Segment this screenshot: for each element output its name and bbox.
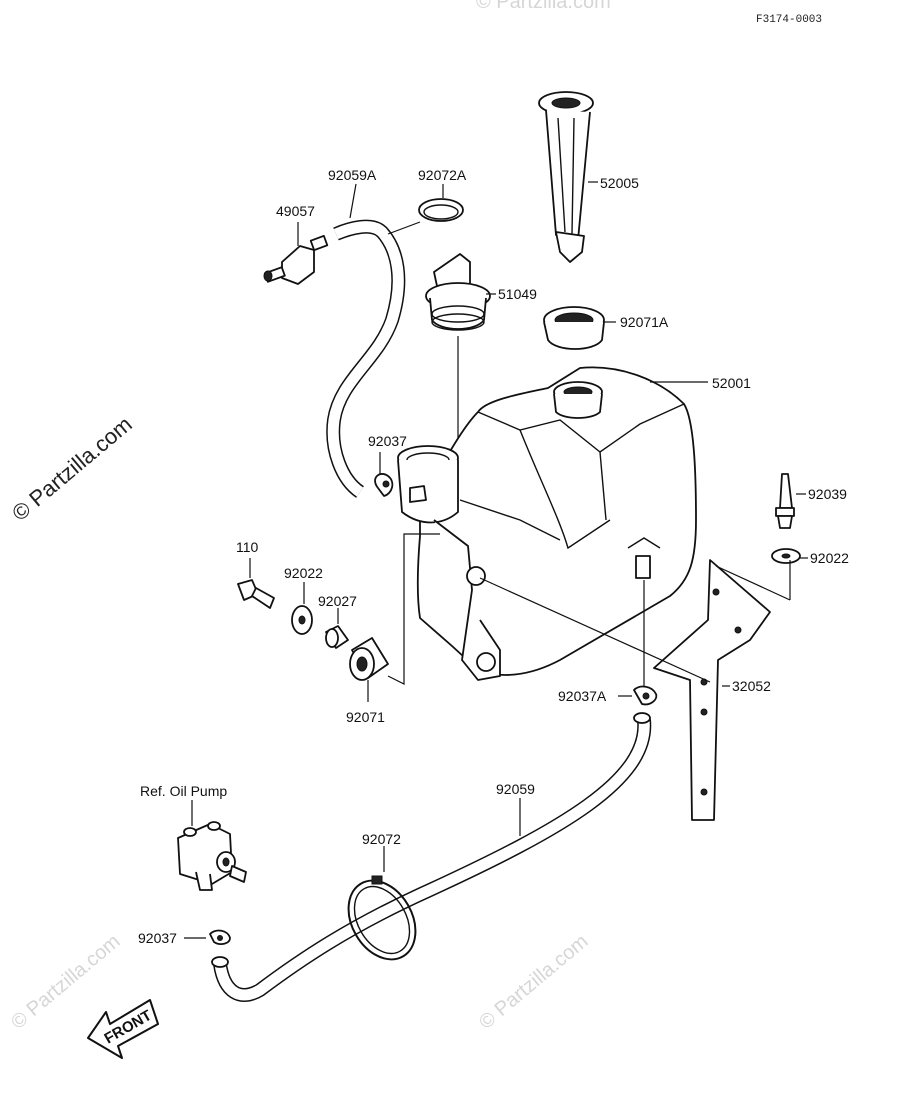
- callout-32052: 32052: [732, 678, 771, 694]
- callout-92072A: 92072A: [418, 167, 467, 183]
- part-92022-washer-right: [771, 548, 801, 564]
- watermark-bottom-right: © Partzilla.com: [475, 930, 592, 1033]
- callout-92071: 92071: [346, 709, 385, 725]
- callout-92027: 92027: [318, 593, 357, 609]
- part-92022-washer-left: [291, 605, 313, 635]
- part-92072-large-clamp: [347, 875, 417, 961]
- callout-92059A: 92059A: [328, 167, 377, 183]
- callout-49057: 49057: [276, 203, 315, 219]
- part-49057-check-valve: [263, 235, 329, 285]
- callout-52005: 52005: [600, 175, 639, 191]
- callout-51049: 51049: [498, 286, 537, 302]
- callout-52001: 52001: [712, 375, 751, 391]
- callout-92072: 92072: [362, 831, 401, 847]
- callout-92037-lower: 92037: [138, 930, 177, 946]
- callout-92071A: 92071A: [620, 314, 669, 330]
- part-51049-cap: [425, 253, 491, 331]
- part-92059A-upper-hose: [326, 219, 406, 498]
- callout-92022-right: 92022: [810, 550, 849, 566]
- part-92037-clip-lower: [209, 929, 231, 945]
- callout-110: 110: [236, 539, 259, 555]
- part-92059-lower-hose: [211, 712, 652, 1002]
- part-92039-pin: [775, 473, 795, 529]
- front-direction-arrow: FRONT: [87, 999, 159, 1059]
- callout-92039: 92039: [808, 486, 847, 502]
- part-92037-clip-upper: [374, 473, 394, 497]
- part-52001-oil-tank: [397, 366, 697, 681]
- callout-92037A: 92037A: [558, 688, 607, 704]
- part-110-bolt: [237, 579, 275, 609]
- callout-92022-left: 92022: [284, 565, 323, 581]
- part-92071A-grommet: [543, 306, 605, 350]
- watermark-top: © Partzilla.com: [476, 0, 611, 13]
- part-92037A-clip: [633, 685, 658, 706]
- diagram-code: F3174-0003: [756, 14, 822, 26]
- watermark-main: © Partzilla.com: [7, 411, 137, 525]
- part-oil-pump-ref: [177, 821, 247, 891]
- part-52005-strainer: [538, 91, 594, 263]
- ref-oil-pump-label: Ref. Oil Pump: [140, 783, 227, 799]
- part-92071-grommet-lower: [349, 637, 389, 681]
- callout-92037-upper: 92037: [368, 433, 407, 449]
- part-92027-collar: [325, 625, 349, 649]
- part-92072A-clamp: [418, 198, 464, 222]
- part-32052-bracket: [653, 559, 771, 821]
- callout-92059: 92059: [496, 781, 535, 797]
